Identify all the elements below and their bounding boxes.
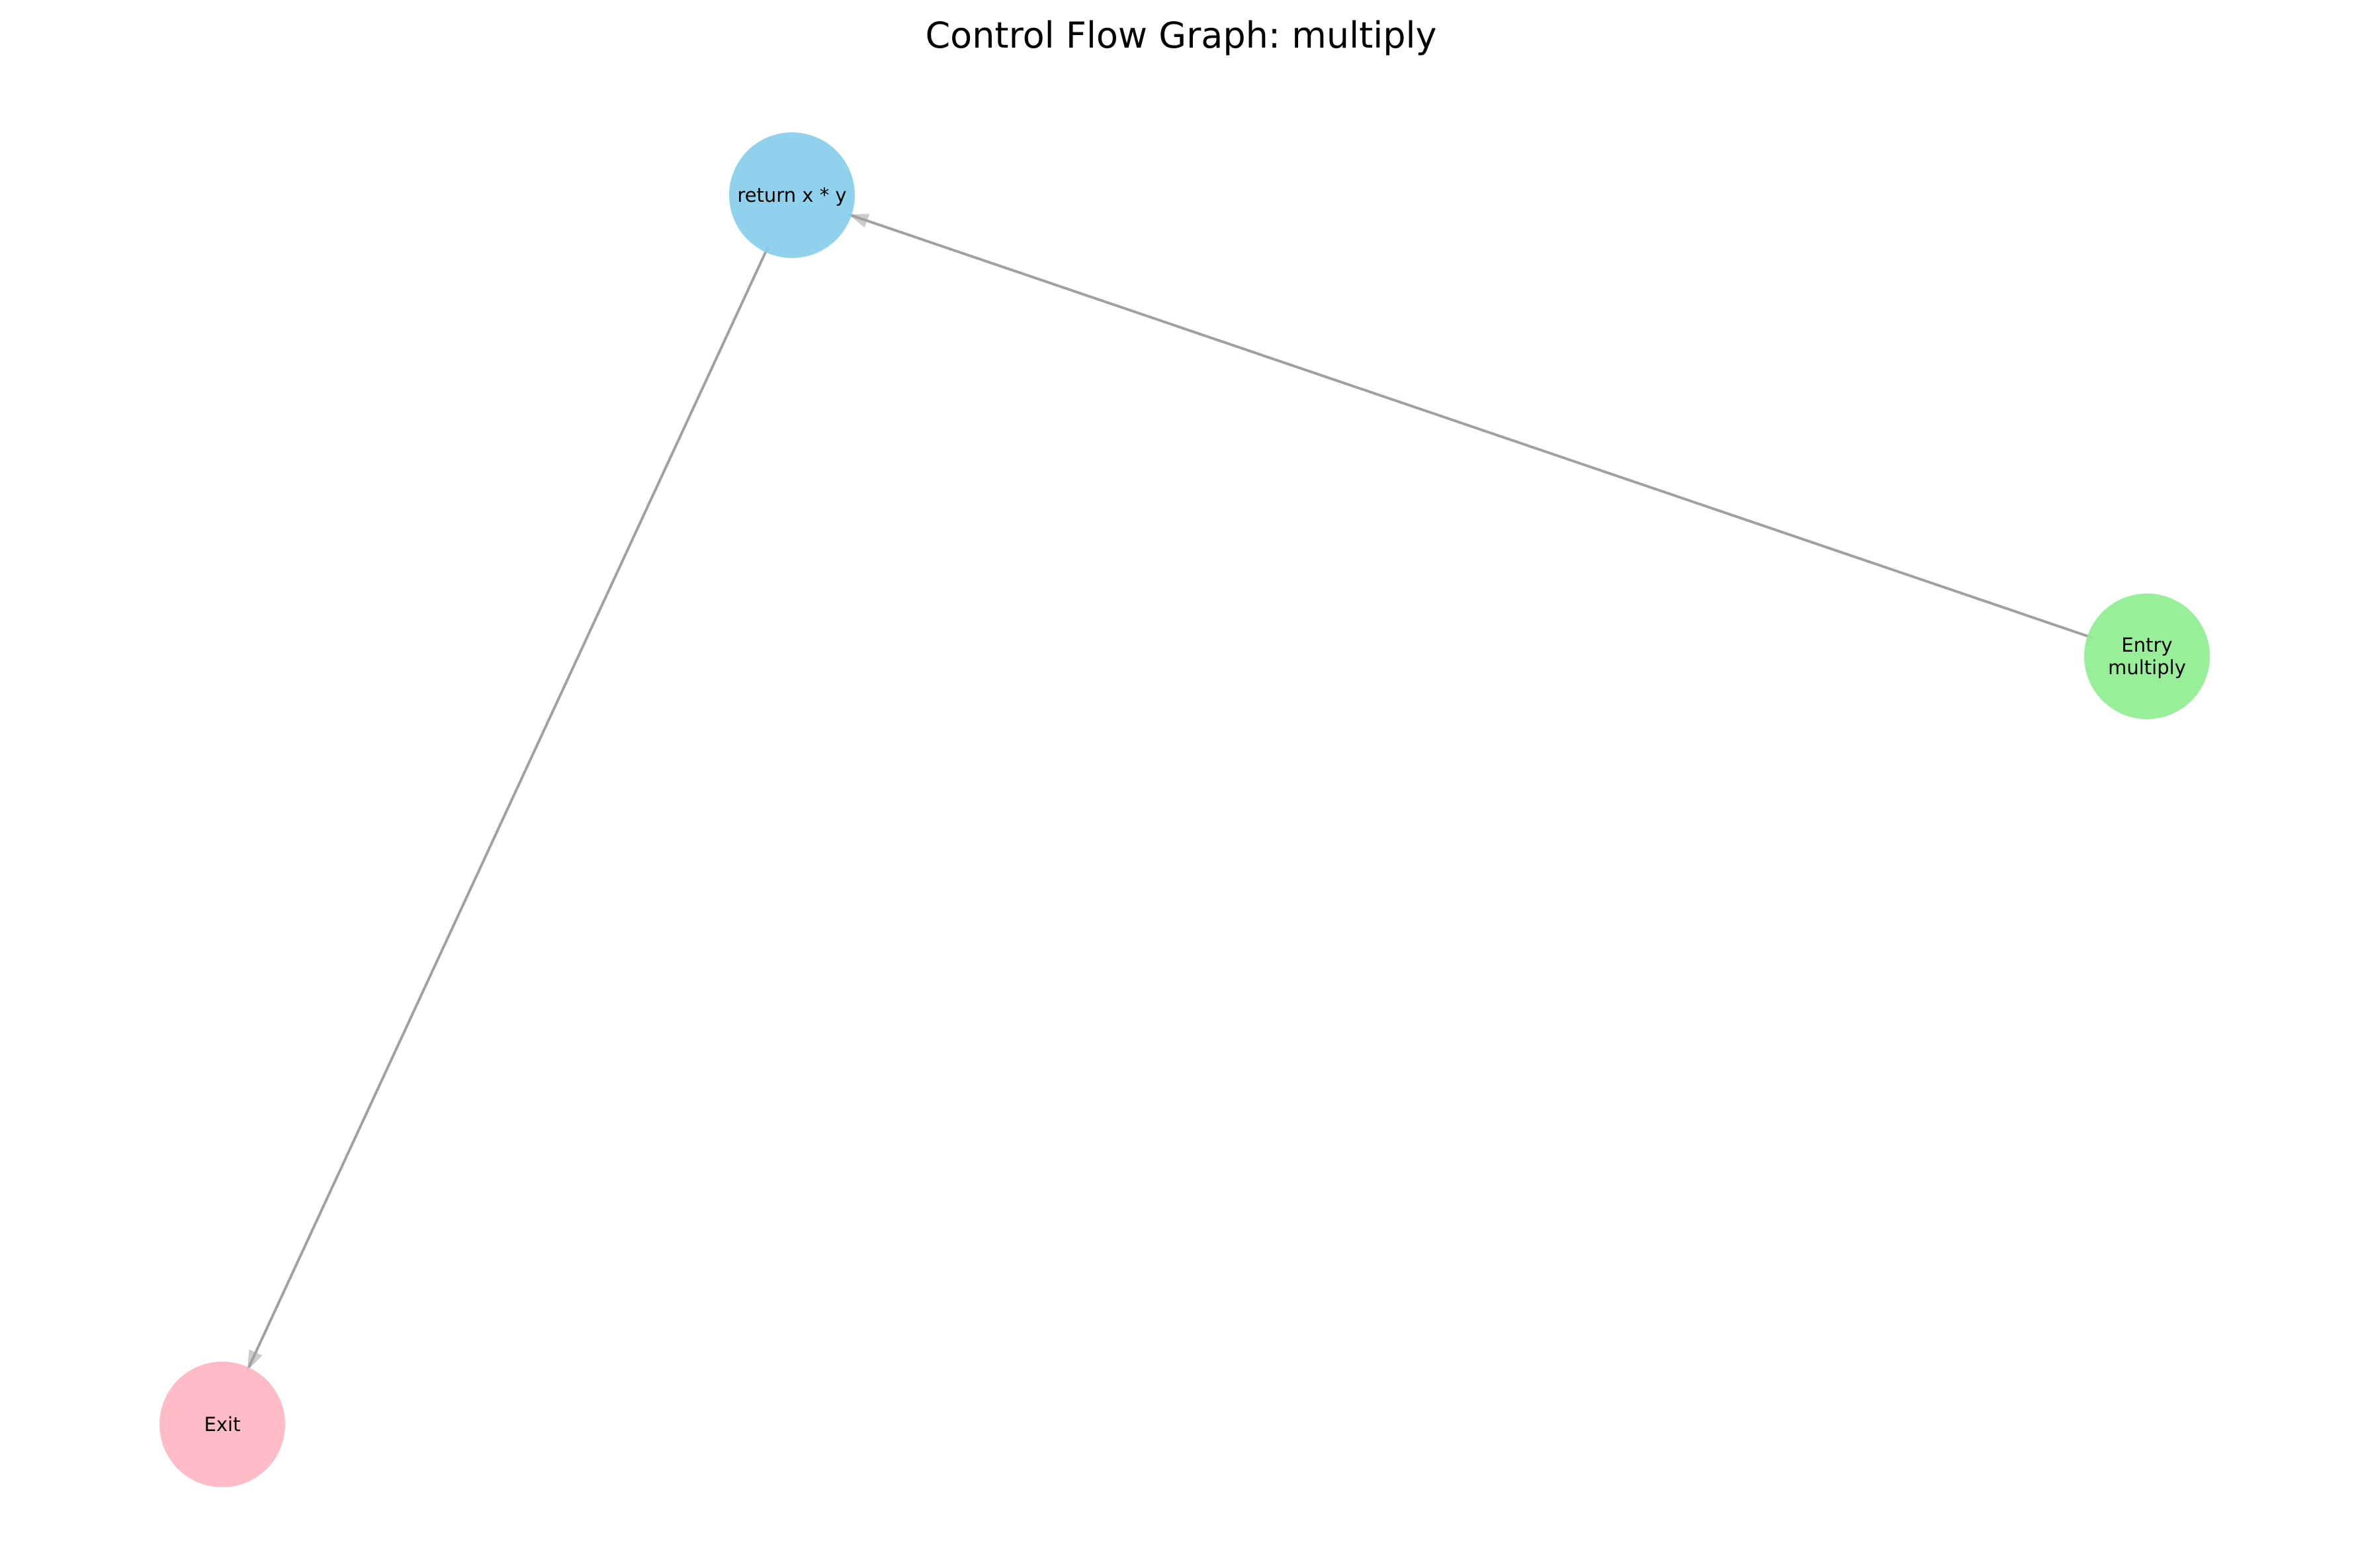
node-entry-label: Entry: [2121, 634, 2172, 656]
node-exit-label: Exit: [204, 1413, 241, 1436]
node-exit[interactable]: Exit: [159, 1362, 285, 1487]
edge-entry-to-return: [848, 213, 2095, 640]
node-return[interactable]: return x * y: [729, 132, 855, 258]
node-return-label: return x * y: [737, 184, 846, 206]
node-entry-circle: [2084, 593, 2210, 719]
page-title: Control Flow Graph: multiply: [925, 15, 1437, 56]
node-entry-label: multiply: [2108, 656, 2186, 679]
node-exit-circle: [159, 1362, 285, 1487]
edge-return-to-exit: [246, 245, 770, 1372]
node-return-circle: [729, 132, 855, 258]
edges-layer: [246, 213, 2095, 1372]
